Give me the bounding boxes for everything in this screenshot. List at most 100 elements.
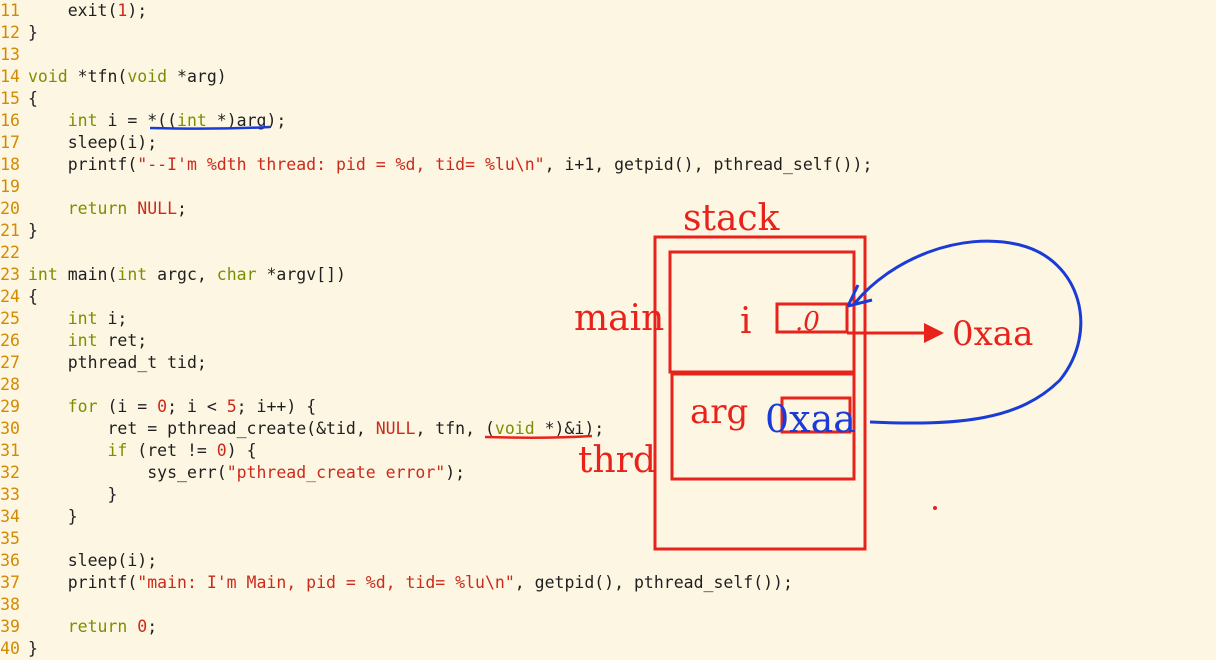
code-token: int	[117, 265, 148, 284]
code-token: *arg)	[167, 67, 227, 86]
code-line[interactable]: 15{	[0, 88, 38, 110]
line-number: 18	[0, 155, 20, 174]
code-token: int	[67, 111, 98, 130]
code-text: ret = pthread_create(&tid, NULL, tfn, (v…	[28, 419, 604, 438]
code-line[interactable]: 29 for (i = 0; i < 5; i++) {	[0, 396, 316, 418]
code-token: sys_err(	[28, 463, 227, 482]
code-line[interactable]: 11 exit(1);	[0, 0, 147, 22]
line-number: 33	[0, 485, 20, 504]
code-token: ;	[177, 199, 187, 218]
code-token: ; i++) {	[236, 397, 317, 416]
code-text: printf("--I'm %dth thread: pid = %d, tid…	[28, 155, 873, 174]
line-number: 29	[0, 397, 20, 416]
code-line[interactable]: 31 if (ret != 0) {	[0, 440, 257, 462]
code-line[interactable]: 18 printf("--I'm %dth thread: pid = %d, …	[0, 154, 872, 176]
code-token: }	[28, 485, 118, 504]
code-line[interactable]: 36 sleep(i);	[0, 550, 157, 572]
code-token	[28, 441, 107, 460]
code-token: sleep(i);	[28, 551, 158, 570]
line-number: 28	[0, 375, 20, 394]
code-line[interactable]: 37 printf("main: I'm Main, pid = %d, tid…	[0, 572, 793, 594]
code-token: int	[67, 331, 98, 350]
code-token: 0	[157, 397, 168, 416]
code-token: }	[28, 507, 78, 526]
code-text: int main(int argc, char *argv[])	[28, 265, 346, 284]
code-token: void	[127, 67, 168, 86]
code-token: ret = pthread_create(&tid,	[28, 419, 376, 438]
code-token	[28, 617, 68, 636]
code-text: return NULL;	[28, 199, 187, 218]
line-number: 37	[0, 573, 20, 592]
code-token: char	[216, 265, 257, 284]
code-line[interactable]: 34 }	[0, 506, 78, 528]
code-token: NULL	[375, 419, 416, 438]
code-text: }	[28, 639, 38, 658]
code-token: , getpid(), pthread_self());	[514, 573, 793, 592]
code-token: argc,	[147, 265, 217, 284]
code-text: sys_err("pthread_create error");	[28, 463, 465, 482]
code-token: ) {	[226, 441, 257, 460]
code-token: 1	[117, 1, 128, 20]
code-line[interactable]: 30 ret = pthread_create(&tid, NULL, tfn,…	[0, 418, 604, 440]
code-token: for	[67, 397, 98, 416]
code-text: int i = *((int *)arg);	[28, 111, 287, 130]
code-text: sleep(i);	[28, 133, 157, 152]
line-number: 31	[0, 441, 20, 460]
code-line[interactable]: 12}	[0, 22, 38, 44]
code-token: NULL	[137, 199, 178, 218]
code-token: }	[28, 639, 38, 658]
code-token: *)arg);	[206, 111, 287, 130]
line-number: 24	[0, 287, 20, 306]
code-line[interactable]: 24 {	[0, 286, 38, 308]
code-token: );	[445, 463, 466, 482]
code-token: i = *((	[97, 111, 178, 130]
code-line[interactable]: 38	[0, 594, 28, 616]
code-text: }	[28, 507, 78, 526]
code-line[interactable]: 13	[0, 44, 28, 66]
code-token: {	[28, 287, 38, 306]
code-token	[28, 111, 68, 130]
code-token: return	[67, 617, 128, 636]
code-line[interactable]: 40}	[0, 638, 38, 660]
code-line[interactable]: 25 int i;	[0, 308, 127, 330]
code-token: if	[107, 441, 128, 460]
code-text: printf("main: I'm Main, pid = %d, tid= %…	[28, 573, 793, 592]
code-line[interactable]: 22	[0, 242, 28, 264]
line-number: 19	[0, 177, 20, 196]
code-line[interactable]: 33 }	[0, 484, 117, 506]
line-number: 25	[0, 309, 20, 328]
code-line[interactable]: 27 pthread_t tid;	[0, 352, 207, 374]
code-line[interactable]: 20 return NULL;	[0, 198, 187, 220]
code-token: int	[28, 265, 58, 284]
code-line[interactable]: 21}	[0, 220, 38, 242]
code-text: if (ret != 0) {	[28, 441, 257, 460]
code-line[interactable]: 19	[0, 176, 28, 198]
code-line[interactable]: 17 sleep(i);	[0, 132, 157, 154]
code-text: pthread_t tid;	[28, 353, 207, 372]
line-number: 34	[0, 507, 20, 526]
code-line[interactable]: 16 int i = *((int *)arg);	[0, 110, 286, 132]
line-number: 12	[0, 23, 20, 42]
code-line[interactable]: 28	[0, 374, 28, 396]
code-line[interactable]: 32 sys_err("pthread_create error");	[0, 462, 465, 484]
line-number: 27	[0, 353, 20, 372]
code-line[interactable]: 39 return 0;	[0, 616, 157, 638]
code-token: *tfn(	[67, 67, 128, 86]
code-text: {	[28, 89, 38, 108]
code-token: return	[67, 199, 128, 218]
code-token: , tfn, (	[415, 419, 495, 438]
code-token: *)&i);	[534, 419, 605, 438]
code-token: {	[28, 89, 38, 108]
code-text: }	[28, 23, 38, 42]
code-line[interactable]: 26 int ret;	[0, 330, 147, 352]
code-token: "pthread_create error"	[226, 463, 446, 482]
code-token: }	[28, 221, 38, 240]
code-token: (ret !=	[127, 441, 217, 460]
line-number: 11	[0, 1, 20, 20]
code-line[interactable]: 35	[0, 528, 28, 550]
code-text: for (i = 0; i < 5; i++) {	[28, 397, 316, 416]
code-token	[28, 309, 68, 328]
